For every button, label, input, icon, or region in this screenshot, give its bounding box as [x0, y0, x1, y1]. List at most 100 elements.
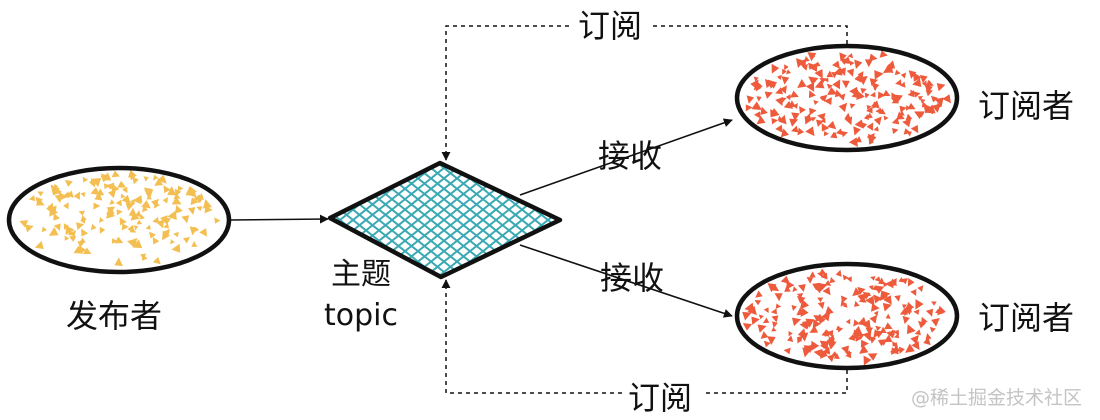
texture-speck	[775, 303, 782, 309]
texture-speck	[795, 58, 805, 69]
texture-speck	[66, 190, 74, 198]
texture-speck	[163, 185, 171, 194]
texture-speck	[80, 218, 86, 224]
texture-speck	[92, 177, 102, 188]
texture-speck	[857, 71, 864, 79]
texture-speck	[813, 100, 819, 106]
publisher-texture	[19, 169, 221, 267]
texture-speck	[62, 191, 70, 199]
texture-speck	[799, 332, 809, 342]
texture-speck	[809, 271, 816, 278]
texture-speck	[863, 114, 870, 120]
texture-speck	[152, 236, 160, 245]
texture-speck	[64, 235, 70, 241]
texture-speck	[816, 119, 824, 127]
texture-speck	[832, 79, 841, 90]
texture-speck	[870, 91, 876, 98]
hatch-line	[464, 163, 560, 277]
texture-speck	[156, 219, 165, 229]
texture-speck	[898, 276, 904, 283]
texture-speck	[891, 97, 899, 104]
texture-speck	[882, 64, 893, 73]
texture-speck	[842, 274, 849, 281]
texture-speck	[890, 278, 897, 286]
texture-speck	[865, 327, 873, 335]
texture-speck	[764, 91, 773, 99]
texture-speck	[63, 202, 69, 210]
texture-speck	[202, 199, 213, 209]
texture-speck	[754, 300, 762, 306]
texture-speck	[150, 198, 160, 208]
texture-speck	[778, 114, 787, 125]
texture-speck	[103, 183, 110, 190]
texture-speck	[853, 329, 862, 340]
subscriber-bottom-node	[734, 261, 960, 371]
texture-speck	[917, 285, 924, 293]
texture-speck	[139, 214, 145, 220]
texture-speck	[858, 296, 867, 303]
texture-speck	[884, 322, 893, 330]
texture-speck	[779, 85, 787, 94]
texture-speck	[917, 96, 924, 101]
texture-speck	[800, 307, 809, 318]
texture-speck	[119, 217, 127, 226]
texture-speck	[824, 306, 834, 316]
texture-speck	[753, 111, 761, 119]
texture-speck	[891, 347, 899, 355]
texture-speck	[81, 228, 89, 237]
texture-speck	[849, 60, 855, 66]
topic-node	[327, 160, 563, 280]
texture-speck	[780, 97, 787, 103]
texture-speck	[775, 97, 784, 107]
texture-speck	[882, 302, 892, 312]
texture-speck	[78, 210, 85, 216]
texture-speck	[106, 206, 115, 215]
texture-speck	[864, 59, 873, 68]
hatch-line	[477, 163, 560, 277]
texture-speck	[782, 68, 787, 75]
texture-speck	[842, 56, 851, 64]
texture-speck	[73, 245, 84, 254]
texture-speck	[760, 331, 769, 339]
receive-top-label: 接收	[598, 137, 663, 175]
texture-speck	[866, 105, 872, 111]
texture-speck	[746, 95, 755, 104]
texture-speck	[838, 67, 846, 76]
subscribe-bottom-path	[441, 279, 848, 394]
texture-speck	[820, 340, 829, 351]
texture-speck	[902, 304, 908, 309]
texture-speck	[163, 223, 169, 229]
texture-speck	[796, 293, 804, 299]
texture-speck	[863, 355, 872, 366]
texture-speck	[895, 79, 902, 86]
texture-speck	[830, 131, 837, 138]
texture-speck	[905, 113, 913, 121]
texture-speck	[896, 111, 905, 120]
texture-speck	[826, 70, 834, 78]
texture-speck	[80, 192, 86, 198]
texture-speck	[874, 285, 885, 294]
texture-speck	[799, 299, 810, 310]
hatch-line	[330, 163, 560, 277]
texture-speck	[826, 83, 833, 90]
hatch-line	[330, 163, 560, 277]
hatch-line	[330, 163, 560, 277]
texture-speck	[810, 54, 816, 60]
texture-speck	[79, 237, 86, 243]
texture-speck	[817, 301, 825, 310]
texture-speck	[52, 186, 63, 196]
texture-speck	[797, 127, 805, 136]
texture-speck	[900, 72, 907, 79]
hatch-line	[330, 163, 515, 277]
texture-speck	[874, 70, 884, 80]
texture-speck	[191, 241, 198, 247]
texture-speck	[894, 295, 901, 302]
texture-speck	[936, 83, 946, 92]
texture-speck	[865, 295, 875, 306]
texture-speck	[869, 314, 878, 324]
texture-speck	[817, 113, 826, 121]
texture-speck	[149, 231, 157, 239]
texture-speck	[771, 327, 777, 332]
texture-speck	[931, 301, 937, 306]
texture-speck	[871, 101, 879, 109]
